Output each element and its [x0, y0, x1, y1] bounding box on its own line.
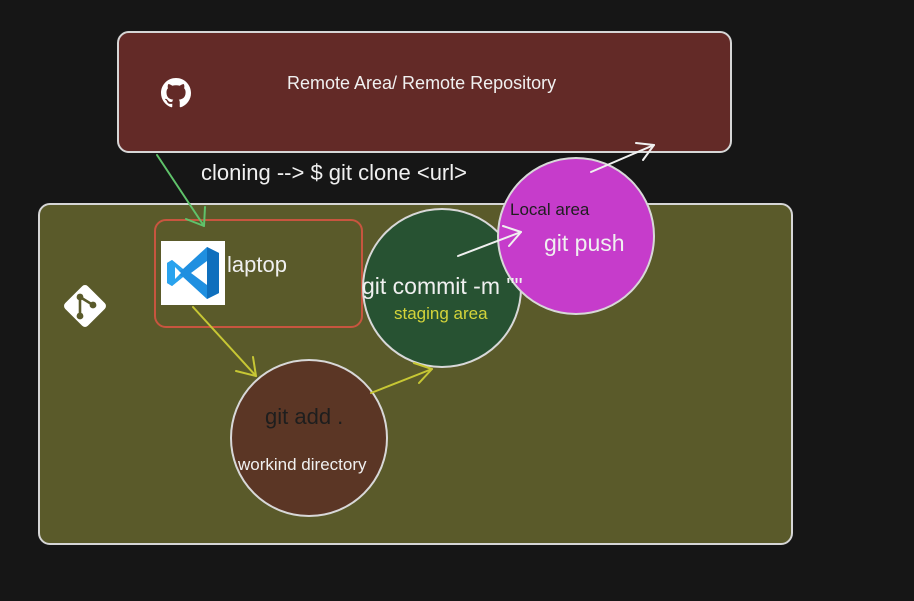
staging-area-label: staging area [394, 304, 488, 323]
laptop-box [154, 219, 363, 328]
local-area-label: Local area [510, 200, 590, 219]
working-directory-circle [230, 359, 388, 517]
git-commit-command: git commit -m "" [362, 273, 523, 299]
github-icon [161, 78, 191, 108]
git-push-command: git push [544, 230, 625, 256]
push-arrow [590, 142, 655, 173]
clone-arrow [156, 154, 206, 227]
add-arrow [192, 306, 257, 377]
git-icon [64, 285, 106, 327]
staging-area-circle [362, 208, 522, 368]
commit-to-local-arrow [457, 225, 522, 257]
clone-command-label: cloning --> $ git clone <url> [201, 160, 467, 185]
git-add-command: git add . [265, 404, 344, 429]
working-directory-label: workind directory [238, 455, 367, 474]
remote-repository-box [117, 31, 732, 153]
vscode-icon [161, 241, 225, 305]
commit-arrow [370, 362, 433, 394]
laptop-label: laptop [227, 252, 287, 277]
remote-repository-title: Remote Area/ Remote Repository [287, 73, 557, 93]
local-repository-circle [497, 157, 655, 315]
